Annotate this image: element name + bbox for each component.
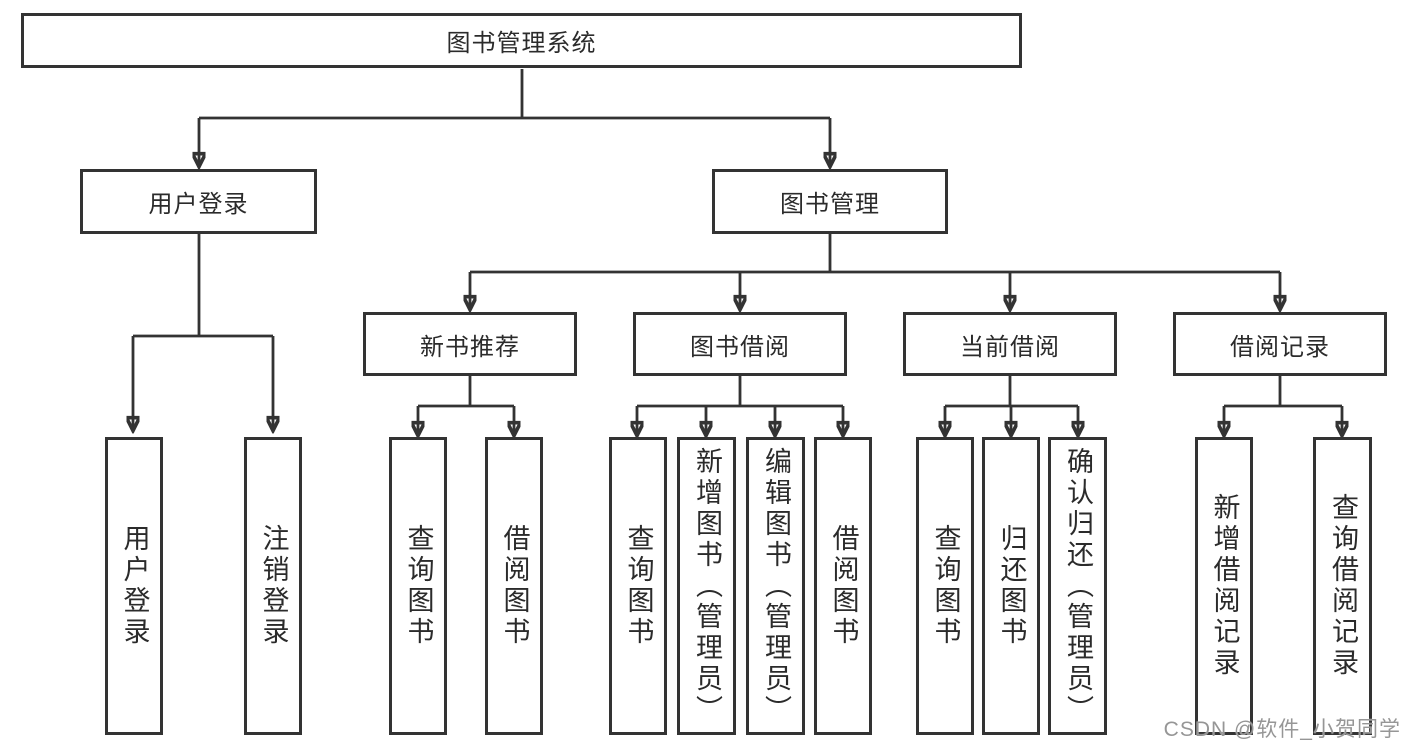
node-user-login-label: 用户登录 <box>148 191 249 218</box>
node-current-borrow: 当前借阅 <box>903 312 1117 376</box>
leaf-records-query-label: 查询借阅记录 <box>1328 493 1358 679</box>
leaf-current-return-books: 归还图书 <box>982 437 1040 735</box>
watermark: CSDN @软件_小贺同学 <box>1163 718 1401 741</box>
leaf-borrow-add-books-admin: 新增图书（管理员） <box>677 437 736 735</box>
leaf-user-login: 用户登录 <box>105 437 163 735</box>
leaf-logout: 注销登录 <box>244 437 302 735</box>
leaf-current-confirm-return-admin-label: 确认归还（管理员） <box>1063 446 1093 726</box>
leaf-borrow-borrow-books-label: 借阅图书 <box>828 524 859 648</box>
node-user-login: 用户登录 <box>80 169 317 234</box>
leaf-borrow-borrow-books: 借阅图书 <box>814 437 872 735</box>
node-current-borrow-label: 当前借阅 <box>960 333 1060 361</box>
leaf-current-confirm-return-admin: 确认归还（管理员） <box>1048 437 1107 735</box>
leaf-recommend-query-books: 查询图书 <box>389 437 447 735</box>
leaf-borrow-query-books: 查询图书 <box>609 437 667 735</box>
node-new-book-recommend-label: 新书推荐 <box>420 333 520 361</box>
node-root-label: 图书管理系统 <box>446 30 597 57</box>
node-root: 图书管理系统 <box>21 13 1022 68</box>
leaf-records-add-label: 新增借阅记录 <box>1209 493 1240 679</box>
leaf-current-return-books-label: 归还图书 <box>996 524 1027 648</box>
node-book-management-label: 图书管理 <box>780 191 880 218</box>
leaf-borrow-add-books-admin-label: 新增图书（管理员） <box>692 446 722 726</box>
leaf-recommend-borrow-books: 借阅图书 <box>485 437 543 735</box>
leaf-records-add: 新增借阅记录 <box>1195 437 1253 735</box>
leaf-borrow-query-books-label: 查询图书 <box>623 524 654 648</box>
node-book-borrow: 图书借阅 <box>633 312 847 376</box>
leaf-current-query-books-label: 查询图书 <box>930 524 961 648</box>
node-borrow-records-label: 借阅记录 <box>1230 333 1330 361</box>
node-book-borrow-label: 图书借阅 <box>690 333 790 361</box>
node-borrow-records: 借阅记录 <box>1173 312 1387 376</box>
leaf-current-query-books: 查询图书 <box>916 437 974 735</box>
node-new-book-recommend: 新书推荐 <box>363 312 577 376</box>
node-book-management: 图书管理 <box>712 169 948 234</box>
leaf-borrow-edit-books-admin-label: 编辑图书（管理员） <box>761 446 791 726</box>
leaf-records-query: 查询借阅记录 <box>1313 437 1372 735</box>
leaf-recommend-query-books-label: 查询图书 <box>403 524 434 648</box>
leaf-borrow-edit-books-admin: 编辑图书（管理员） <box>746 437 805 735</box>
leaf-user-login-label: 用户登录 <box>119 524 150 648</box>
leaf-logout-label: 注销登录 <box>258 524 289 648</box>
leaf-recommend-borrow-books-label: 借阅图书 <box>499 524 530 648</box>
